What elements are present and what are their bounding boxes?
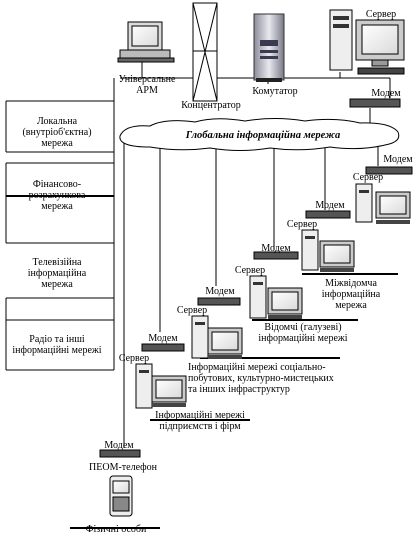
finance-network-label: Фінансово- розрахункова мережа	[2, 179, 112, 212]
tv-line1: Телевізійна	[32, 257, 82, 268]
modem-label-6: Модем	[104, 440, 134, 451]
modem-top	[349, 98, 401, 108]
global-network-label: Глобальна інформаційна мережа	[185, 130, 341, 141]
server-label-4: Сервер	[176, 305, 208, 316]
finance-line1: Фінансово-	[32, 179, 82, 190]
interagency-line2: інформаційна	[321, 289, 381, 300]
social-line2: побутових, культурно-мистецьких	[188, 373, 334, 384]
radio-line2: інформаційні мережі	[12, 345, 102, 356]
arm-label-line1: Універсальне	[118, 74, 176, 85]
arm-label: Універсальне АРМ	[110, 74, 184, 96]
local-line1: Локальна	[36, 116, 78, 127]
server-group-interagency	[355, 166, 413, 224]
social-label: Інформаційні мережі соціально- побутових…	[188, 362, 348, 395]
switch-label: Комутатор	[252, 86, 298, 97]
local-network-label: Локальна (внутріоб'єктна) мережа	[2, 116, 112, 149]
enterprise-line2: підприємств і фірм	[159, 421, 241, 432]
modem-label-5: Модем	[148, 333, 178, 344]
modem-label-3: Модем	[261, 243, 291, 254]
connection-lines	[5, 60, 391, 448]
social-line3: та інших інфраструктур	[188, 384, 290, 395]
finance-line3: мережа	[41, 201, 73, 212]
hub-label: Концентратор	[181, 100, 241, 111]
switch-device	[253, 13, 285, 82]
modem-top-label: Модем	[371, 88, 401, 99]
local-line2: (внутріоб'єктна)	[22, 127, 92, 138]
modem-label-2: Модем	[315, 200, 345, 211]
server-label-1: Сервер	[352, 172, 384, 183]
modem-label-4: Модем	[205, 286, 235, 297]
tv-line2: інформаційна	[27, 268, 87, 279]
server-group-2	[301, 210, 355, 272]
server-group-enterprise	[135, 343, 187, 409]
radio-line1: Радіо та інші	[29, 334, 85, 345]
interagency-label: Міжвідомча інформаційна мережа	[306, 278, 396, 311]
hub-device	[192, 2, 218, 102]
modem-label-1: Модем	[383, 154, 413, 165]
individuals-label: Фізичні особи	[85, 524, 147, 535]
enterprise-label: Інформаційні мережі підприємств і фірм	[140, 410, 260, 432]
tv-network-label: Телевізійна інформаційна мережа	[2, 257, 112, 290]
global-network-cloud	[119, 118, 400, 151]
server-top	[329, 9, 405, 75]
social-line1: Інформаційні мережі соціально-	[188, 362, 326, 373]
departmental-label: Відомчі (галузеві) інформаційні мережі	[246, 322, 360, 344]
server-top-label: Сервер	[365, 9, 397, 20]
tv-line3: мережа	[41, 279, 73, 290]
enterprise-line1: Інформаційні мережі	[155, 410, 245, 421]
server-label-3: Сервер	[234, 265, 266, 276]
departmental-line2: інформаційні мережі	[258, 333, 348, 344]
pc-phone-group	[99, 449, 141, 517]
departmental-line1: Відомчі (галузеві)	[264, 322, 342, 333]
pc-phone-label: ПЕОМ-телефон	[89, 462, 157, 473]
server-label-2: Сервер	[286, 219, 318, 230]
finance-line2: розрахункова	[28, 190, 86, 201]
server-group-social	[191, 297, 243, 359]
arm-label-line2: АРМ	[136, 85, 158, 96]
server-group-departmental	[249, 251, 303, 319]
label-underlines	[6, 195, 398, 529]
local-line3: мережа	[41, 138, 73, 149]
radio-network-label: Радіо та інші інформаційні мережі	[2, 334, 112, 356]
interagency-line3: мережа	[335, 300, 367, 311]
interagency-line1: Міжвідомча	[325, 278, 377, 289]
arm-workstation	[117, 21, 175, 63]
server-label-5: Сервер	[118, 353, 150, 364]
